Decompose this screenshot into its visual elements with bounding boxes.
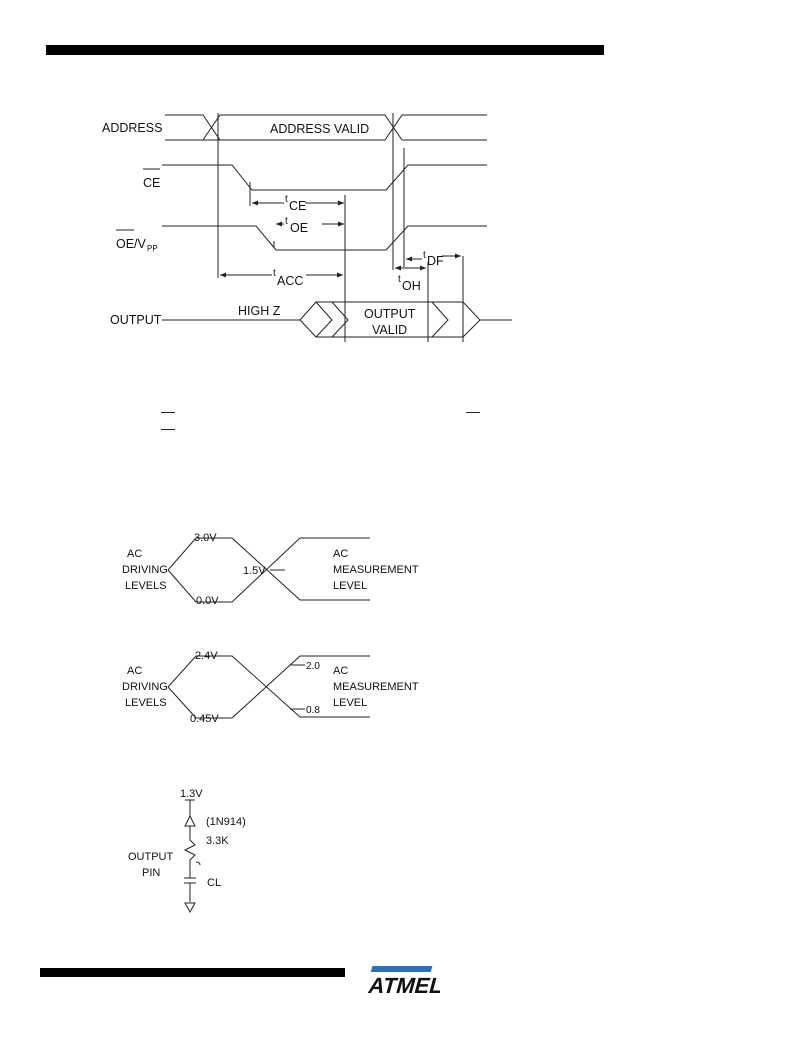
resistor-icon — [183, 839, 196, 861]
ac1-out-line3: LEVEL — [333, 580, 367, 592]
ac1-out-line2: MEASUREMENT — [333, 564, 419, 576]
address-valid-label: ADDRESS VALID — [270, 122, 369, 136]
note-overbar-3 — [466, 412, 480, 413]
load-diode-label: (1N914) — [206, 816, 246, 828]
load-pin-line2: PIN — [142, 867, 160, 879]
ac-waveform-1 — [167, 537, 370, 603]
ac1-mid-level: 1.5V — [243, 565, 266, 577]
ac2-low-level: 0.45V — [190, 713, 219, 725]
output-load-circuit — [183, 799, 201, 914]
output-valid-line2: VALID — [372, 323, 407, 337]
ac1-low-level: 0.0V — [196, 595, 219, 607]
timing-markers — [217, 113, 464, 342]
ac2-out-line2: MEASUREMENT — [333, 681, 419, 693]
ac1-in-line1: AC — [127, 548, 142, 560]
toh-dimension — [395, 265, 426, 271]
load-cap-label: CL — [207, 877, 221, 889]
tdf-t: t — [423, 250, 426, 261]
ac1-out-line1: AC — [333, 548, 348, 560]
load-resistor-label: 3.3K — [206, 835, 229, 847]
diode-icon — [184, 814, 196, 827]
atmel-logo-text: ATMEL — [366, 973, 440, 998]
ac-waveform-2 — [167, 655, 370, 719]
note-overbar-2 — [161, 429, 175, 430]
toe-label: OE — [290, 221, 308, 235]
ac1-in-line3: LEVELS — [125, 580, 167, 592]
ce-waveform — [162, 164, 487, 191]
ac1-high-level: 3.0V — [194, 532, 217, 544]
tdf-label: DF — [427, 254, 444, 268]
ac2-in-line1: AC — [127, 665, 142, 677]
tce-label: CE — [289, 199, 306, 213]
tdf-dimension — [406, 253, 461, 262]
high-z-label: HIGH Z — [238, 304, 281, 318]
toh-label: OH — [402, 279, 421, 293]
oe-waveform — [162, 225, 487, 251]
ac2-meas-high: 2.0 — [306, 661, 320, 672]
note-overbar-1 — [161, 412, 175, 413]
ac1-in-line2: DRIVING — [122, 564, 168, 576]
atmel-logo: ATMEL — [366, 966, 440, 998]
tacc-label: ACC — [277, 274, 303, 288]
load-source-voltage: 1.3V — [180, 788, 203, 800]
ac2-meas-low: 0.8 — [306, 705, 320, 716]
output-label: OUTPUT — [110, 313, 162, 327]
output-waveform — [162, 301, 512, 338]
ac2-out-line3: LEVEL — [333, 697, 367, 709]
ce-label: CE — [143, 176, 160, 190]
read-timing-diagram: ADDRESS ADDRESS VALID CE OE /V PP t — [102, 113, 512, 342]
tacc-t: t — [273, 268, 276, 279]
output-valid-line1: OUTPUT — [364, 307, 416, 321]
ac2-in-line3: LEVELS — [125, 697, 167, 709]
tacc-dimension — [220, 272, 343, 278]
tce-dimension — [252, 200, 344, 206]
address-label: ADDRESS — [102, 121, 162, 135]
tce-t: t — [285, 194, 288, 205]
toe-t: t — [285, 216, 288, 227]
toe-dimension — [276, 221, 344, 227]
ac2-out-line1: AC — [333, 665, 348, 677]
vpp-subscript: PP — [147, 244, 158, 253]
footer-rule — [40, 968, 345, 977]
toh-t: t — [398, 274, 401, 285]
ground-icon — [184, 902, 196, 914]
ac2-high-level: 2.4V — [195, 650, 218, 662]
vpp-label: /V — [134, 237, 146, 251]
header-rule — [46, 45, 604, 55]
ac2-in-line2: DRIVING — [122, 681, 168, 693]
load-pin-line1: OUTPUT — [128, 851, 174, 863]
oe-label: OE — [116, 237, 134, 251]
